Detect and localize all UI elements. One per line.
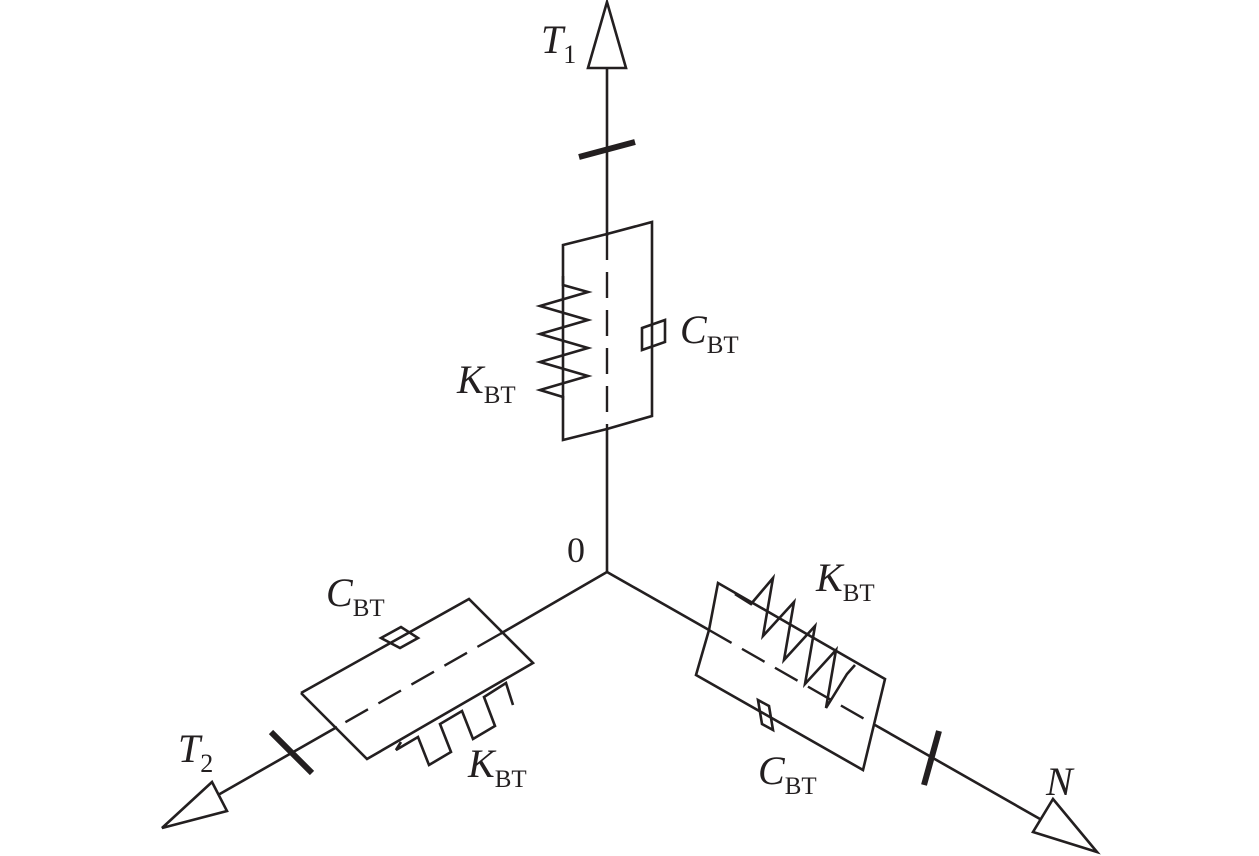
t1-arrowhead bbox=[586, 0, 628, 70]
t2-damping-label: CBT bbox=[326, 570, 385, 622]
t2-centerline bbox=[336, 632, 501, 729]
origin-label: 0 bbox=[567, 530, 585, 570]
branch-n: N KBT CBT bbox=[606, 555, 1101, 855]
n-label: N bbox=[1045, 759, 1075, 804]
t2-tick-mark bbox=[268, 729, 315, 776]
t1-label: T1 bbox=[541, 17, 576, 69]
n-stiffness-label: KBT bbox=[815, 555, 875, 607]
t2-spring bbox=[394, 680, 515, 767]
t1-tick-mark bbox=[578, 139, 636, 160]
t2-stiffness-label: KBT bbox=[467, 741, 527, 793]
n-damping-label: CBT bbox=[758, 748, 817, 800]
n-axis-inner bbox=[606, 570, 710, 632]
branch-t2: T2 CBT KBT bbox=[161, 570, 608, 830]
t1-damping-label: CBT bbox=[680, 307, 739, 359]
t1-spring bbox=[535, 276, 593, 400]
n-damper bbox=[756, 697, 775, 733]
t2-label: T2 bbox=[178, 726, 213, 778]
n-axis-outer bbox=[874, 723, 1041, 821]
t2-element-frame bbox=[300, 597, 536, 761]
t2-damper bbox=[378, 625, 421, 650]
n-tick-mark bbox=[921, 730, 942, 786]
branch-t1: T1 KBT CBT bbox=[456, 0, 739, 572]
t1-damper bbox=[640, 318, 667, 352]
t2-arrowhead bbox=[161, 779, 229, 830]
t1-stiffness-label: KBT bbox=[456, 357, 516, 409]
n-arrowhead bbox=[1031, 796, 1101, 855]
n-centerline bbox=[708, 628, 876, 727]
n-spring bbox=[734, 573, 856, 709]
t2-axis-inner bbox=[499, 570, 608, 636]
t2-axis-outer bbox=[217, 725, 338, 797]
